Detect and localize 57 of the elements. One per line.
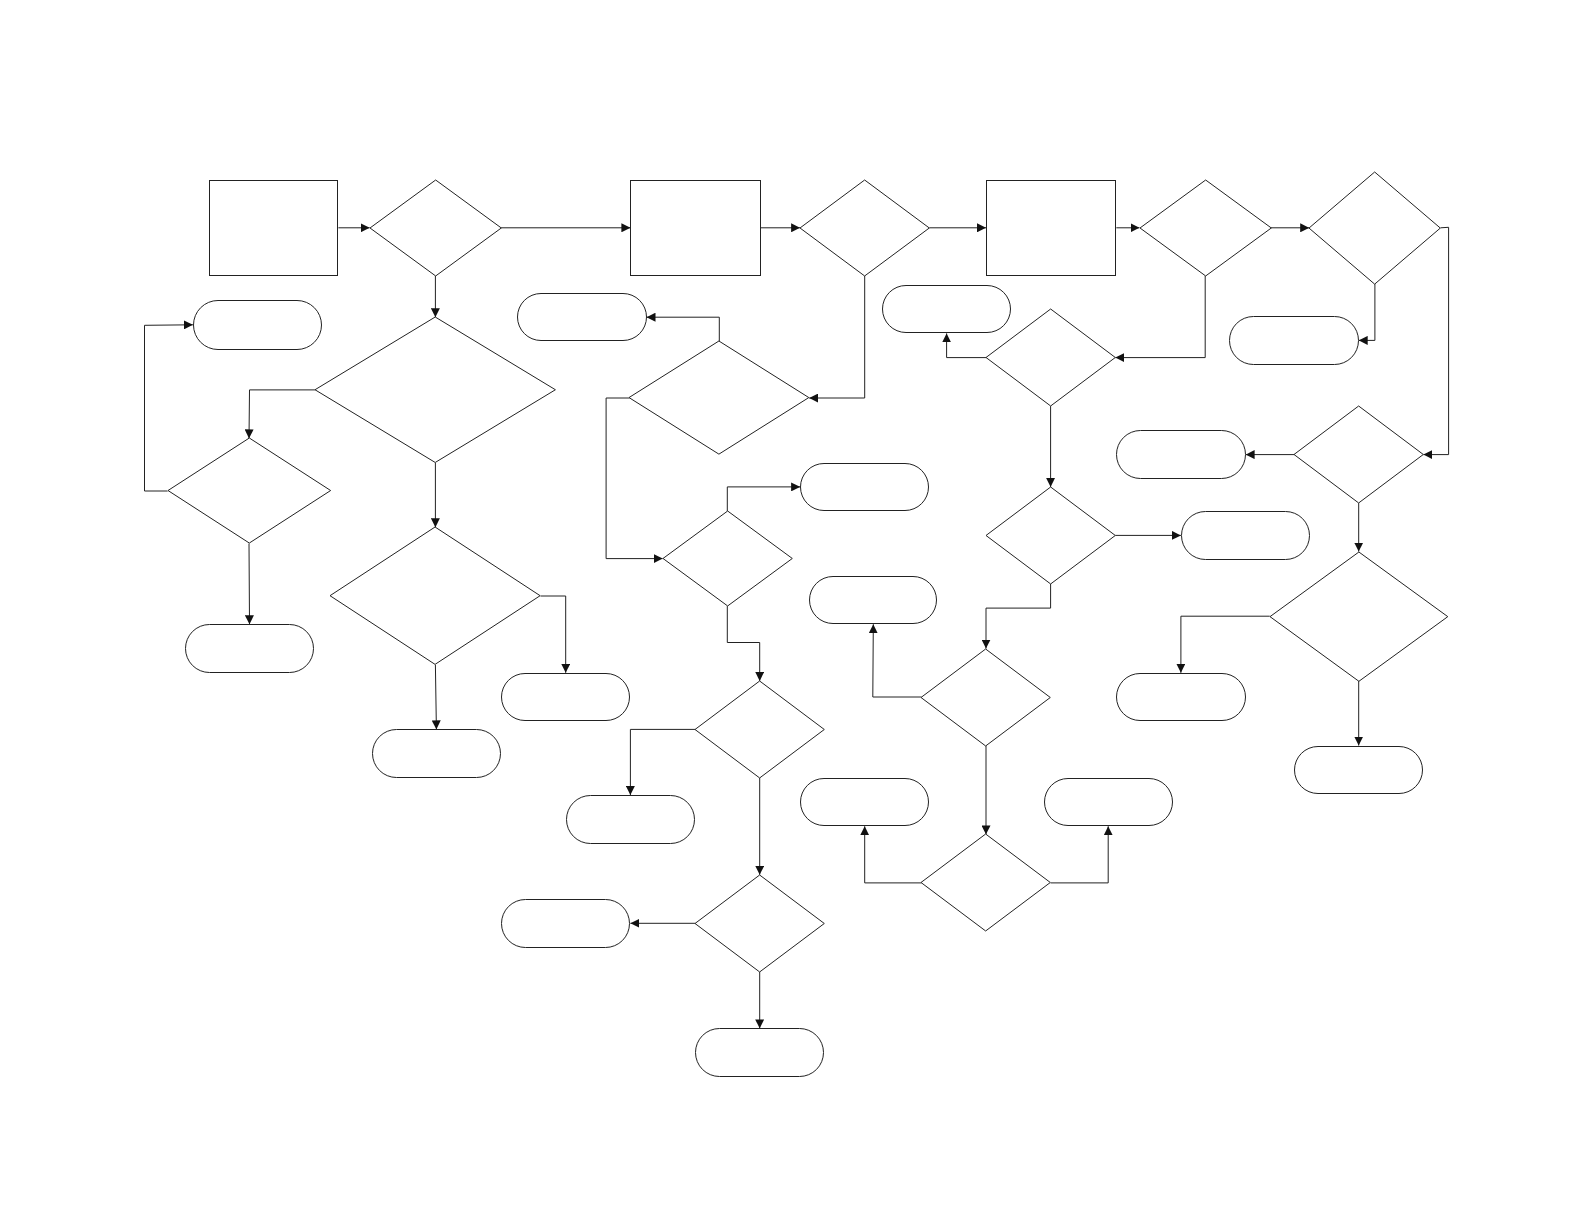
arrow <box>726 605 765 682</box>
arrow <box>755 777 765 876</box>
arrow <box>868 623 922 698</box>
decision-diamond <box>921 834 1051 932</box>
arrow <box>981 583 1052 650</box>
arrow <box>629 918 696 928</box>
arrow <box>928 223 987 233</box>
arrow <box>760 223 801 233</box>
decision-diamond <box>1309 171 1441 284</box>
arrow <box>500 223 631 233</box>
decision-diamond <box>167 438 331 544</box>
arrow <box>860 825 922 884</box>
arrow <box>1354 502 1364 553</box>
process-box <box>209 179 339 276</box>
decision-diamond <box>1294 406 1424 504</box>
decision-diamond <box>1269 551 1448 681</box>
arrow <box>540 595 571 674</box>
decision-diamond <box>800 179 930 276</box>
arrow <box>1046 405 1056 488</box>
arrow <box>942 332 987 359</box>
decision-diamond <box>985 309 1116 407</box>
arrow <box>1354 680 1364 746</box>
decision-diamond <box>921 648 1051 746</box>
arrow <box>1176 615 1271 674</box>
decision-diamond <box>662 511 792 607</box>
decision-diamond <box>695 680 825 778</box>
arrow <box>1114 275 1206 363</box>
arrow <box>755 971 765 1029</box>
decision-diamond <box>315 317 556 463</box>
decision-diamond <box>1139 179 1271 276</box>
arrow <box>1358 283 1376 345</box>
arrow <box>726 482 801 512</box>
arrow <box>1115 223 1140 233</box>
arrow <box>1114 530 1182 540</box>
arrow <box>1245 450 1295 460</box>
arrow <box>646 312 720 342</box>
arrow <box>144 320 194 492</box>
arrow <box>244 389 316 439</box>
decision-diamond <box>629 341 810 455</box>
arrow <box>430 462 440 528</box>
process-box <box>630 179 761 276</box>
decision-diamond <box>985 486 1116 584</box>
arrow <box>244 543 254 625</box>
arrow <box>808 275 866 403</box>
arrow <box>1050 825 1113 884</box>
decision-diamond <box>369 179 502 276</box>
arrow <box>605 397 664 564</box>
process-box <box>985 179 1117 276</box>
arrow <box>431 664 441 730</box>
arrow <box>1270 223 1310 233</box>
arrow <box>981 745 991 835</box>
arrow <box>1422 226 1450 460</box>
arrow <box>625 728 696 796</box>
decision-diamond <box>695 874 825 972</box>
arrow <box>337 223 371 233</box>
decision-diamond <box>330 527 541 665</box>
arrow <box>430 275 440 318</box>
